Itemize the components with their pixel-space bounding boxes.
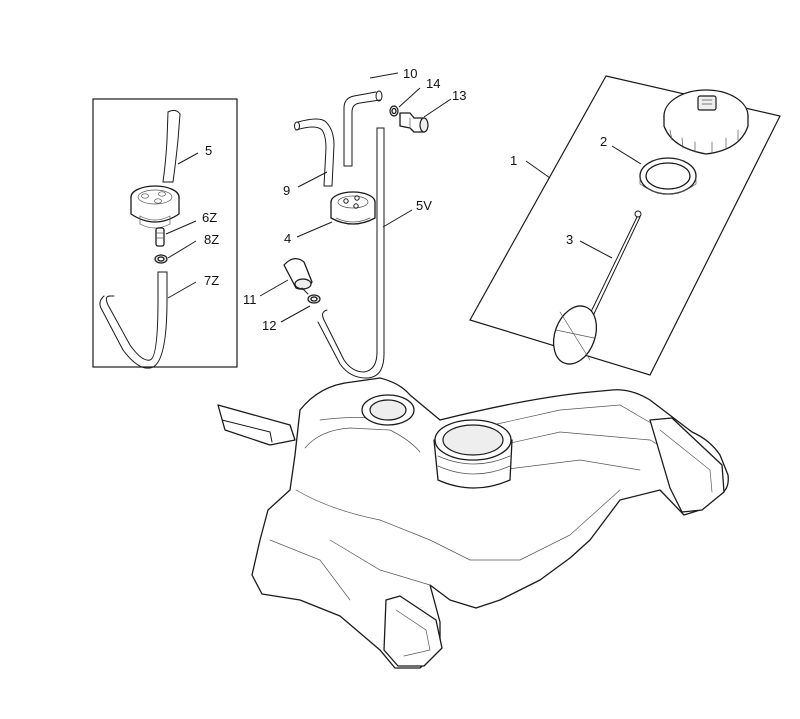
part-cap [663,89,749,155]
callout-12: 12 [262,318,276,333]
part-9-hose [294,118,335,187]
callout-labels: 5 6Z 8Z 7Z 9 10 14 13 4 5V 11 12 1 2 3 [202,66,607,333]
part-8z-oring [154,254,168,264]
callout-10: 10 [403,66,417,81]
callout-3: 3 [566,232,573,247]
inset-box-left [92,98,238,368]
leader-lines [165,72,642,323]
part-grommet-inset [130,185,180,229]
part-2-gasket [639,157,697,195]
part-6z-valve [155,227,165,247]
callout-1: 1 [510,153,517,168]
part-11-filter [283,258,313,295]
part-10-hose [343,90,383,167]
callout-13: 13 [452,88,466,103]
callout-11: 11 [243,292,257,307]
part-12-oring [307,294,321,304]
part-3-strainer [552,210,642,365]
callout-14: 14 [426,76,440,91]
callout-7z: 7Z [204,273,219,288]
callout-8z: 8Z [204,232,219,247]
part-5v-hose [317,127,385,379]
part-13-breather [399,112,429,133]
part-14-oring [389,105,399,117]
callout-2: 2 [600,134,607,149]
callout-4: 4 [284,231,291,246]
part-5-hose [162,109,181,183]
callout-5: 5 [205,143,212,158]
part-7z-hose [99,271,168,369]
callout-6z: 6Z [202,210,217,225]
callout-5v: 5V [416,198,432,213]
fuel-tank [217,377,729,669]
callout-9: 9 [283,183,290,198]
part-4-grommet [330,191,376,225]
